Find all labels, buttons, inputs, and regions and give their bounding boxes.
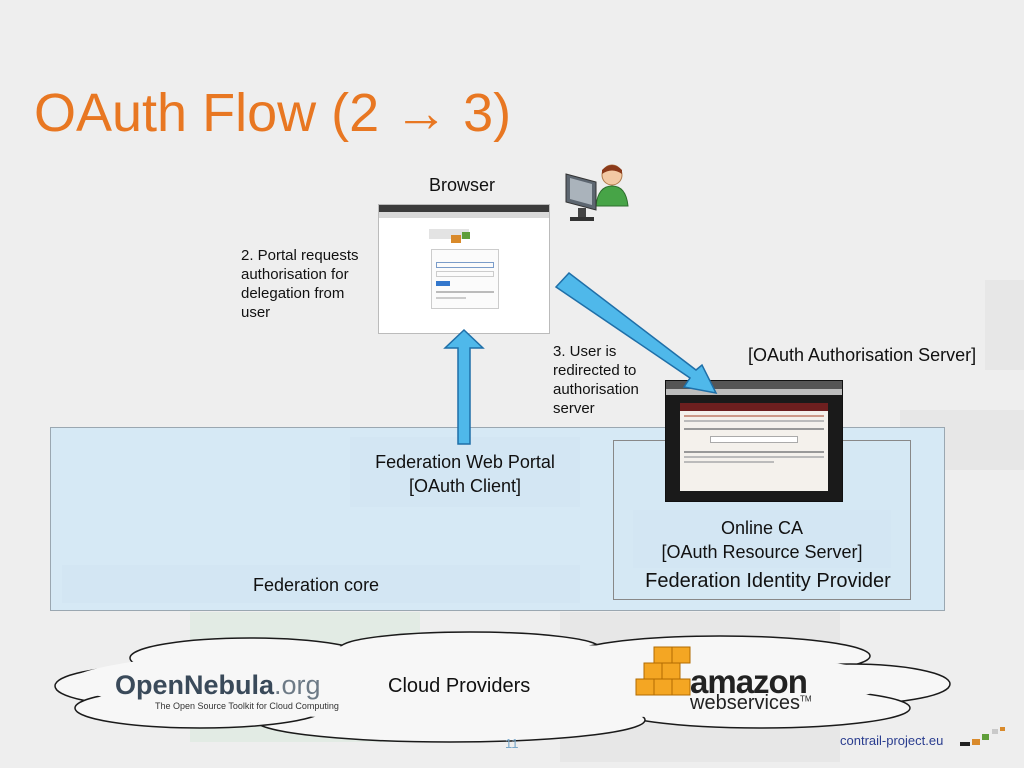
browser-toolbar [379, 212, 549, 218]
online-ca-line: [OAuth Resource Server] [661, 542, 863, 562]
cloud-providers-label: Cloud Providers [388, 674, 530, 698]
portal-to-browser-arrow [443, 328, 485, 445]
browser-screenshot [378, 204, 550, 334]
auth-text-line [684, 461, 774, 463]
auth-text-line [684, 456, 824, 458]
auth-header-bar [680, 403, 828, 411]
login-button [436, 281, 450, 286]
auth-server-text: [OAuth Authorisation Server] [748, 346, 977, 365]
portal-logo-mark [462, 232, 470, 239]
auth-server-screenshot [665, 380, 843, 502]
web-portal-line: [OAuth Client] [408, 476, 522, 496]
login-panel [431, 249, 499, 309]
background-block [985, 280, 1024, 370]
redirect-to-auth-server-arrow [554, 271, 718, 395]
aws-wordmark: webservicesTM [690, 692, 812, 715]
title-text: OAuth Flow (2 → 3) [34, 83, 512, 143]
step2-line: delegation from [241, 285, 345, 302]
auth-titlebar [666, 381, 842, 389]
portal-logo-mark [451, 235, 461, 243]
browser-text: Browser [429, 175, 496, 195]
step2-line: authorisation for [241, 266, 349, 283]
login-field [436, 271, 494, 277]
contrail-logo-icon [960, 727, 1005, 746]
page-number: 11 [505, 736, 519, 751]
user-at-computer-icon [565, 164, 629, 221]
step3-line: 3. User is [553, 343, 617, 360]
federation-core-box [62, 565, 580, 603]
aws-text: webservices [690, 692, 801, 714]
cloud-providers-text: Cloud Providers [388, 675, 531, 697]
online-ca-box [633, 510, 891, 568]
browser-titlebar [379, 205, 549, 212]
auth-text-line [684, 451, 824, 453]
opennebula-suffix: .org [274, 670, 321, 700]
web-portal-label: Federation Web Portal [OAuth Client] [350, 450, 580, 498]
identity-provider-label: Federation Identity Provider [613, 569, 923, 593]
aws-trademark: TM [800, 694, 812, 704]
step3-line: server [553, 400, 595, 417]
auth-page [680, 403, 828, 491]
federation-core-label: Federation core [253, 574, 379, 596]
step2-label: 2. Portal requests authorisation for del… [241, 246, 359, 322]
browser-label: Browser [429, 176, 495, 195]
opennebula-logo: OpenNebula.org [115, 670, 321, 701]
web-portal-line: Federation Web Portal [375, 452, 555, 472]
step2-line: 2. Portal requests [241, 247, 359, 264]
identity-provider-text: Federation Identity Provider [645, 570, 891, 592]
opennebula-tagline: The Open Source Toolkit for Cloud Comput… [155, 701, 339, 711]
slide-title: OAuth Flow (2 → 3) [34, 82, 511, 144]
login-text-line [436, 291, 494, 293]
amazon-boxes-icon [635, 646, 691, 696]
login-text-line [436, 297, 466, 299]
auth-text-line [684, 415, 824, 417]
amazon-wordmark: amazon [690, 663, 808, 700]
auth-text-line [684, 420, 824, 422]
step3-line: redirected to [553, 362, 637, 379]
web-portal-box [350, 437, 580, 507]
auth-text-line [684, 428, 824, 430]
login-field [436, 262, 494, 268]
auth-toolbar [666, 389, 842, 395]
step3-label: 3. User is redirected to authorisation s… [553, 342, 639, 418]
step3-line: authorisation [553, 381, 639, 398]
opennebula-name: OpenNebula [115, 670, 275, 700]
federation-core-text: Federation core [253, 575, 380, 595]
auth-server-label: [OAuth Authorisation Server] [748, 346, 1024, 365]
footer-link[interactable]: contrail-project.eu [840, 733, 944, 748]
step2-line: user [241, 304, 271, 321]
auth-input [710, 436, 798, 443]
portal-logo [429, 229, 469, 239]
online-ca-label: Online CA [OAuth Resource Server] [633, 516, 891, 564]
online-ca-line: Online CA [720, 518, 804, 538]
